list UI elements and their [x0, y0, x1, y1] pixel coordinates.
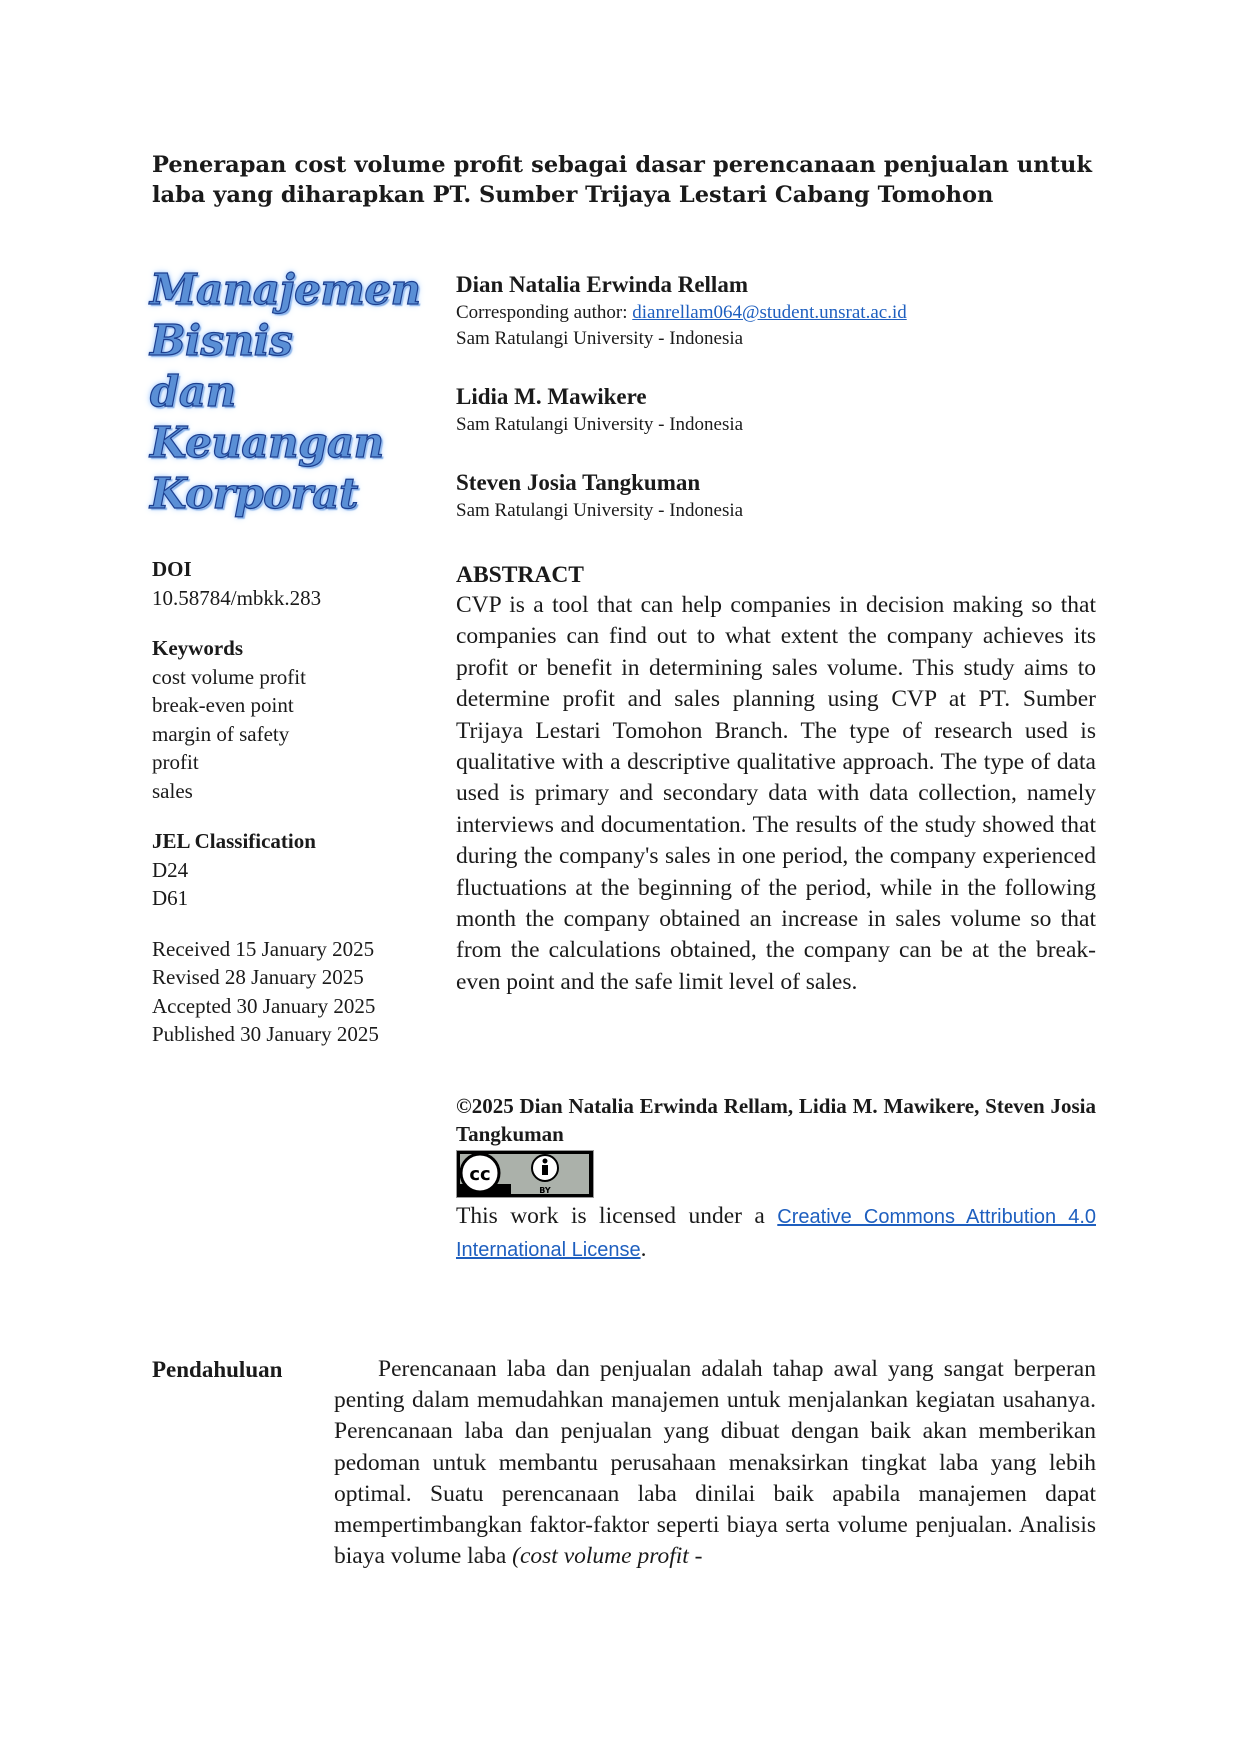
- abstract-section: ABSTRACT CVP is a tool that can help com…: [456, 560, 1096, 998]
- abstract-text: CVP is a tool that can help companies in…: [456, 592, 1096, 995]
- journal-logo-line: Keuangan: [149, 417, 384, 467]
- by-label: BY: [539, 1186, 551, 1195]
- creative-commons-by-icon[interactable]: cc BY: [456, 1150, 594, 1198]
- doi-value: 10.58784/mbkk.283: [152, 585, 322, 610]
- date-received: Received 15 January 2025: [152, 936, 375, 961]
- keywords-label: Keywords: [152, 636, 243, 660]
- section-paragraph: Perencanaan laba dan penjualan adalah ta…: [334, 1354, 1096, 1572]
- author-affiliation: Sam Ratulangi University - Indonesia: [456, 414, 744, 435]
- author-affiliation: Sam Ratulangi University - Indonesia: [456, 328, 744, 349]
- date-accepted: Accepted 30 January 2025: [152, 993, 376, 1018]
- journal-logo-line: Korporat: [149, 468, 359, 518]
- author-block: Lidia M. Mawikere Sam Ratulangi Universi…: [456, 382, 1096, 438]
- author-email-link[interactable]: dianrellam064@student.unsrat.ac.id: [632, 302, 907, 323]
- jel-label: JEL Classification: [152, 829, 316, 853]
- license-suffix: .: [640, 1236, 647, 1262]
- journal-logo-line: Manajemen: [149, 264, 421, 314]
- author-affiliation: Sam Ratulangi University - Indonesia: [456, 500, 744, 521]
- keyword-item: cost volume profit: [152, 664, 306, 689]
- section-text: Perencanaan laba dan penjualan adalah ta…: [334, 1356, 1096, 1570]
- author-name: Steven Josia Tangkuman: [456, 470, 701, 495]
- section-text-italic: (cost volume profit -: [512, 1543, 703, 1570]
- date-revised: Revised 28 January 2025: [152, 965, 364, 989]
- author-name: Dian Natalia Erwinda Rellam: [456, 272, 748, 297]
- date-published: Published 30 January 2025: [152, 1022, 379, 1046]
- jel-item: D61: [152, 886, 189, 910]
- corresponding-label: Corresponding author:: [456, 302, 628, 323]
- license-prefix: This work is licensed under a: [456, 1203, 765, 1229]
- paper-title: Penerapan cost volume profit sebagai das…: [152, 152, 1092, 208]
- copyright-notice: ©2025 Dian Natalia Erwinda Rellam, Lidia…: [456, 1094, 1096, 1146]
- journal-logo-line: dan: [149, 366, 236, 416]
- keyword-item: margin of safety: [152, 721, 290, 746]
- keyword-item: sales: [152, 778, 193, 803]
- keyword-item: profit: [152, 750, 199, 774]
- article-info-sidebar: DOI 10.58784/mbkk.283 Keywords cost volu…: [152, 555, 422, 1049]
- keyword-item: break-even point: [152, 693, 294, 717]
- journal-logo-line: Bisnis: [149, 315, 293, 365]
- author-name: Lidia M. Mawikere: [456, 384, 647, 409]
- license-statement: This work is licensed under a Creative C…: [456, 1200, 1096, 1266]
- journal-logo: Manajemen Bisnis dan Keuangan Korporat: [149, 264, 421, 519]
- section-title: Pendahuluan: [152, 1357, 283, 1382]
- author-list: Dian Natalia Erwinda Rellam Correspondin…: [456, 270, 1096, 554]
- jel-item: D24: [152, 857, 189, 882]
- license-link[interactable]: Creative Commons Attribution 4.0 Interna…: [456, 1206, 1096, 1261]
- cc-label: cc: [469, 1164, 490, 1185]
- doi-label: DOI: [152, 557, 192, 581]
- author-block: Dian Natalia Erwinda Rellam Correspondin…: [456, 270, 1096, 352]
- author-block: Steven Josia Tangkuman Sam Ratulangi Uni…: [456, 468, 1096, 524]
- abstract-heading: ABSTRACT: [456, 562, 584, 588]
- corresponding-author: Corresponding author: dianrellam064@stud…: [456, 300, 1096, 326]
